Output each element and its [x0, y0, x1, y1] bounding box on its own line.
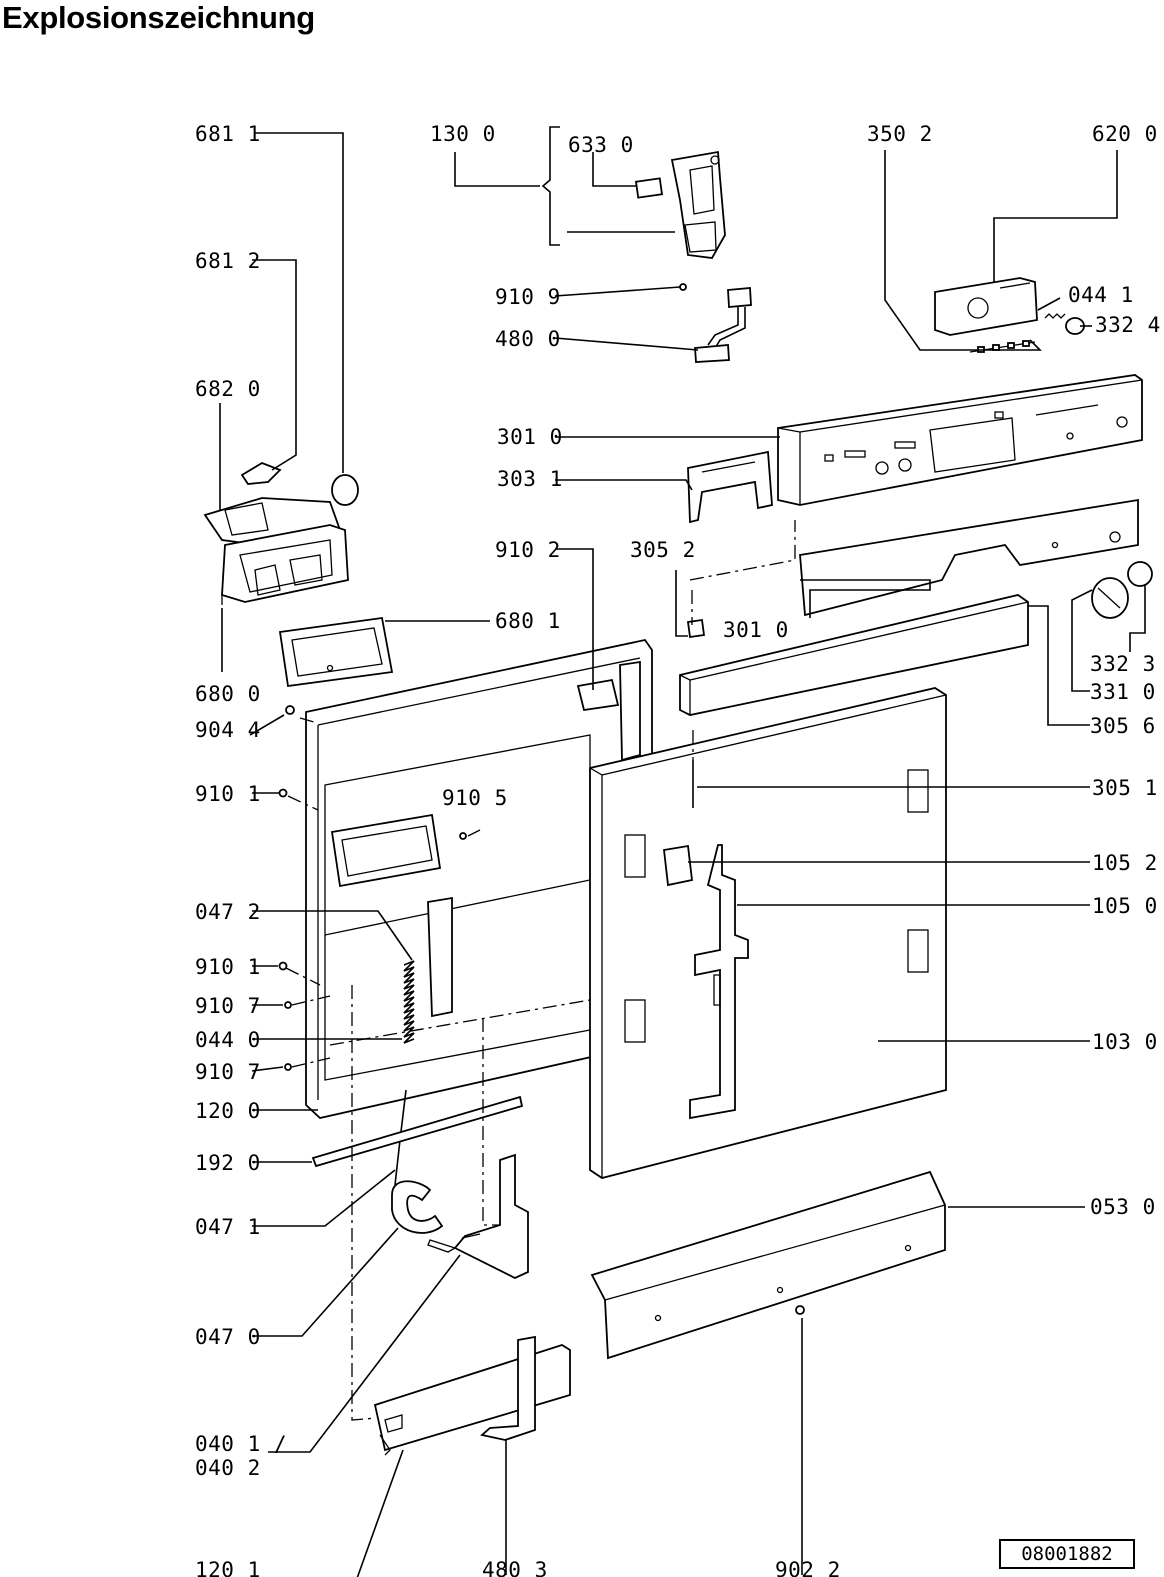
part-screw-9101a [278, 788, 288, 798]
label-192-0: 192 0 [195, 1151, 261, 1175]
part-cap-round [331, 474, 359, 506]
label-910-7-top: 910 7 [195, 994, 261, 1018]
part-door-spring [403, 960, 415, 1044]
label-480-3: 480 3 [482, 1558, 548, 1577]
part-seal-strip [311, 1095, 524, 1168]
label-902-2: 902 2 [775, 1558, 841, 1577]
part-inner-door [305, 638, 653, 1119]
part-screw-9105 [459, 832, 467, 840]
label-331-0: 331 0 [1090, 680, 1156, 704]
part-screw-9044 [285, 705, 295, 715]
part-outer-door [589, 687, 947, 1179]
label-040-1: 040 1 / [195, 1432, 287, 1456]
label-910-5: 910 5 [442, 786, 508, 810]
label-904-4: 904 4 [195, 718, 261, 742]
part-rotary-knob [1091, 561, 1153, 619]
label-044-0: 044 0 [195, 1028, 261, 1052]
part-control-panel [777, 374, 1143, 506]
label-040-2: 040 2 [195, 1456, 261, 1480]
part-bracket-4803 [480, 1335, 536, 1441]
drawing-reference-number: 08001882 [999, 1539, 1135, 1569]
label-910-2: 910 2 [495, 538, 561, 562]
label-681-1: 681 1 [195, 122, 261, 146]
label-047-0: 047 0 [195, 1325, 261, 1349]
label-910-7-bottom: 910 7 [195, 1060, 261, 1084]
part-lock-striker [663, 844, 693, 887]
part-screw-9101b [278, 961, 288, 971]
label-120-1: 120 1 [195, 1558, 261, 1577]
label-480-0: 480 0 [495, 327, 561, 351]
part-kick-panel [590, 1170, 946, 1360]
label-633-0: 633 0 [568, 133, 634, 157]
part-handle-bar [679, 594, 1029, 716]
label-044-1: 044 1 [1068, 283, 1134, 307]
label-053-0: 053 0 [1090, 1195, 1156, 1219]
part-hinge-link [391, 1180, 457, 1253]
label-105-2: 105 2 [1092, 851, 1158, 875]
part-cable-harness [694, 287, 752, 363]
part-guide-rail [427, 896, 453, 1018]
label-301-0-bottom: 301 0 [723, 618, 789, 642]
label-305-6: 305 6 [1090, 714, 1156, 738]
label-682-0: 682 0 [195, 377, 261, 401]
part-base-strip [373, 1344, 571, 1456]
label-681-2: 681 2 [195, 249, 261, 273]
label-103-0: 103 0 [1092, 1030, 1158, 1054]
part-cover-panel [799, 498, 1139, 617]
part-screw-9109 [679, 283, 687, 291]
label-305-2: 305 2 [630, 538, 696, 562]
part-screw-9022 [795, 1305, 805, 1315]
part-screw-9107b [284, 1063, 292, 1071]
label-910-9: 910 9 [495, 285, 561, 309]
part-dispenser-gasket [278, 616, 394, 688]
label-332-3: 332 3 [1090, 652, 1156, 676]
label-350-2: 350 2 [867, 122, 933, 146]
part-spring-0441 [1044, 313, 1066, 319]
label-120-0: 120 0 [195, 1099, 261, 1123]
label-910-1-top: 910 1 [195, 782, 261, 806]
part-door-lock [670, 150, 726, 259]
label-910-1-bottom: 910 1 [195, 955, 261, 979]
part-screw-9107a [284, 1001, 292, 1009]
label-047-1: 047 1 [195, 1215, 261, 1239]
label-680-1: 680 1 [495, 609, 561, 633]
part-bracket-3052 [686, 618, 706, 639]
part-hinge-bracket [453, 1153, 529, 1279]
label-301-0-top: 301 0 [497, 425, 563, 449]
part-micro-switch [634, 177, 664, 199]
part-detergent-dispenser [203, 497, 349, 605]
page-title: Explosionszeichnung [2, 0, 315, 35]
part-electronic-module [934, 277, 1038, 336]
part-clip-small [240, 462, 282, 485]
label-305-1: 305 1 [1092, 776, 1158, 800]
label-130-0: 130 0 [430, 122, 496, 146]
label-047-2: 047 2 [195, 900, 261, 924]
part-panel-bracket [687, 450, 773, 524]
label-680-0: 680 0 [195, 682, 261, 706]
label-332-4: 332 4 [1095, 313, 1161, 337]
label-105-0: 105 0 [1092, 894, 1158, 918]
label-620-0: 620 0 [1092, 122, 1158, 146]
label-303-1: 303 1 [497, 467, 563, 491]
